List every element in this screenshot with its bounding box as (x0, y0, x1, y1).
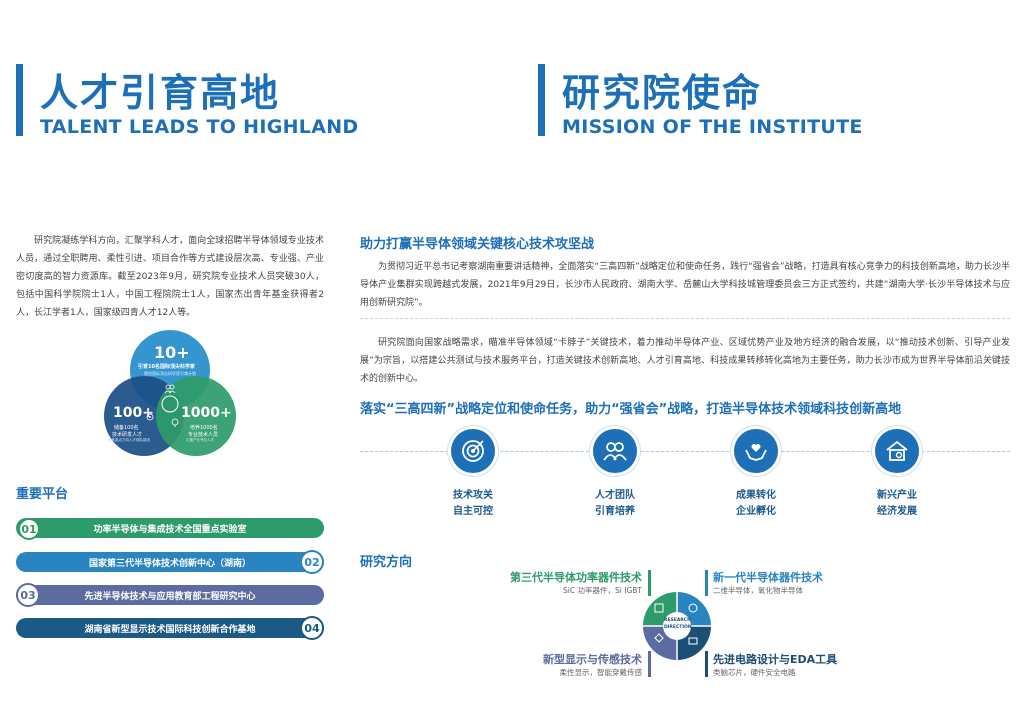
talent-intro-paragraph: 研究院凝练学科方向，汇聚学科人才，面向全球招聘半导体领域专业技术人员，通过全职聘… (16, 236, 324, 318)
venn-right-text2: 专业技术人员 (188, 432, 219, 438)
mission-label-line1: 人才团队 (595, 490, 635, 501)
research-bar-3 (648, 651, 651, 677)
mission-label-line1: 成果转化 (736, 490, 776, 501)
research-bar-2 (705, 570, 708, 596)
strategy-section-title: 落实“三高四新”战略定位和使命任务，助力“强省会”战略，打造半导体技术领域科技创… (360, 402, 902, 417)
right-heading-cn: 研究院使命 (562, 71, 763, 115)
research-direction-wheel (643, 592, 711, 660)
left-heading-en: TALENT LEADS TO HIGHLAND (40, 116, 359, 138)
venn-left-text2: 技术研发人才 (112, 432, 143, 438)
research-sub-4: 类脑芯片，硬件安全电路 (713, 668, 796, 677)
hands-heart-icon (745, 444, 767, 461)
platform-number-3: 03 (16, 583, 40, 607)
mission-label-4: 新兴产业 经济发展 (857, 488, 937, 520)
research-bar-4 (705, 651, 708, 677)
venn-left-number: 100+ (113, 405, 154, 421)
talent-venn-diagram (104, 330, 236, 456)
team-icon (603, 442, 627, 461)
research-title-4: 先进电路设计与EDA工具 (713, 653, 838, 666)
venn-left-text1: 储备100名 (114, 425, 139, 431)
left-heading-cn: 人才引育高地 (40, 71, 281, 115)
right-heading-en: MISSION OF THE INSTITUTE (562, 116, 863, 138)
research-sub-3: 柔性显示，智能穿戴传感 (559, 668, 643, 677)
factory-icon (886, 440, 908, 461)
mission-label-2: 人才团队 引育培养 (575, 488, 655, 520)
mission-label-1: 技术攻关 自主可控 (433, 488, 513, 520)
venn-left-text3: 聚焦重点方向人才梯队建设 (108, 438, 150, 442)
venn-top-text: 引育10名国际顶尖科学家 (138, 364, 195, 370)
research-title-3: 新型显示与传感技术 (543, 653, 642, 666)
lightbulb-icon (171, 418, 179, 427)
factory-icon-wrap (875, 429, 919, 473)
venn-top-number: 10+ (154, 343, 190, 362)
platform-item-3[interactable]: 先进半导体技术与应用教育部工程研究中心 (16, 585, 324, 605)
research-section-title: 研究方向 (360, 555, 413, 570)
target-icon (462, 440, 484, 462)
mission-label-3: 成果转化 企业孵化 (716, 488, 796, 520)
hands-heart-icon-wrap (734, 429, 778, 473)
venn-right-text1: 培养1000名 (190, 425, 218, 431)
mission-timeline-line (360, 451, 1010, 452)
research-sub-2: 二维半导体，氧化物半导体 (713, 586, 803, 595)
mission-label-line2: 引育培养 (595, 506, 635, 517)
left-heading-accent-bar (16, 64, 23, 136)
target-icon-wrap (451, 429, 495, 473)
platform-label: 功率半导体与集成技术全国重点实验室 (93, 524, 247, 535)
mission-label-line2: 自主可控 (453, 506, 493, 517)
mission-label-line2: 企业孵化 (736, 506, 776, 517)
research-center-label-2: DIRECTION (664, 625, 692, 630)
platform-number-4: 04 (300, 616, 324, 640)
platform-label: 先进半导体技术与应用教育部工程研究中心 (84, 591, 256, 602)
research-title-2: 新一代半导体器件技术 (713, 571, 823, 584)
people-icon (164, 384, 176, 394)
platform-label: 湖南省新型显示技术国际科技创新合作基地 (84, 624, 256, 635)
platform-item-1[interactable]: 功率半导体与集成技术全国重点实验室 (16, 518, 324, 538)
platform-number-2: 02 (300, 550, 324, 574)
research-bar-1 (648, 570, 651, 596)
team-icon-wrap (593, 429, 637, 473)
venn-right-text3: 汇聚产业专业人才 (186, 438, 214, 442)
platform-label: 国家第三代半导体技术创新中心（湖南） (88, 558, 251, 569)
research-title-1: 第三代半导体功率器件技术 (510, 571, 642, 584)
gear-icon (146, 413, 154, 421)
mission-paragraph-2: 研究院面向国家战略需求，瞄准半导体领域“卡脖子”关键技术，着力推动半导体产业、区… (360, 338, 1010, 384)
venn-right-number: 1000+ (181, 405, 232, 421)
research-sub-1: SiC 功率器件，Si IGBT (563, 586, 642, 595)
platform-number-1: 01 (18, 518, 40, 540)
platform-section-title: 重要平台 (16, 487, 69, 502)
research-center-label-1: RESEARCH (664, 618, 691, 623)
mission-label-line1: 新兴产业 (877, 490, 917, 501)
mission-paragraph-1: 为贯彻习近平总书记考察湖南重要讲话精神，全面落实“三高四新”战略定位和使命任务，… (360, 262, 1010, 308)
platform-item-2[interactable]: 国家第三代半导体技术创新中心（湖南） (16, 552, 324, 572)
venn-top-subtext: 围绕国际顶尖科学家引育计划 (144, 371, 196, 376)
mission-label-line1: 技术攻关 (453, 490, 493, 501)
mission-label-line2: 经济发展 (877, 506, 917, 517)
divider (360, 318, 1010, 319)
platform-item-4[interactable]: 湖南省新型显示技术国际科技创新合作基地 (16, 618, 324, 638)
right-heading-accent-bar (538, 64, 545, 136)
mission-section-title: 助力打赢半导体领域关键核心技术攻坚战 (360, 237, 595, 252)
